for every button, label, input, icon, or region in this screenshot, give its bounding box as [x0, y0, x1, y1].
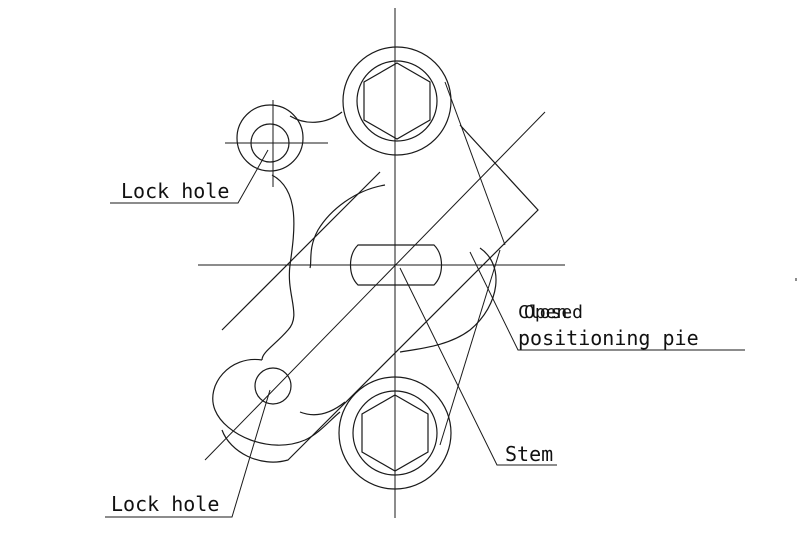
bolt-bottom [338, 376, 452, 490]
positioning-pie-left-edge [221, 171, 381, 331]
bolt-bottom-hex [361, 394, 429, 472]
label-lock-hole-bottom: Lock hole [111, 492, 219, 516]
plate-lobe-bottom-left [212, 358, 341, 446]
leader-lock-hole-bottom [105, 389, 271, 518]
lock-hole-bottom [254, 367, 292, 405]
bolt-top [342, 46, 452, 156]
positioning-pie [221, 81, 539, 463]
leader-lines [105, 149, 745, 518]
bolt-tangent-lower [439, 249, 501, 446]
bolt-top-washer [356, 60, 438, 142]
label-stem: Stem [505, 442, 553, 466]
plate-upper-edge [289, 111, 343, 123]
center-lines [198, 8, 565, 518]
plate-inner-arc [309, 184, 386, 269]
label-positioning-pie: positioning pie [518, 326, 699, 350]
bolt-bottom-flange [338, 376, 452, 490]
lock-hole-top [236, 104, 304, 172]
stem-slot-outline [349, 244, 443, 286]
lock-hole-top-outer [236, 104, 304, 172]
bolt-top-hex [363, 62, 431, 140]
bolt-tangent-right [444, 81, 506, 246]
positioning-pie-outline [221, 124, 539, 463]
diagonal-centerline [204, 111, 546, 461]
plate-right-arc [399, 247, 497, 353]
label-closed: Closed [518, 302, 583, 323]
leader-stem [399, 267, 557, 466]
leader-positioning [469, 251, 745, 351]
stem-slot [349, 244, 443, 286]
bolt-top-flange [342, 46, 452, 156]
plate-left-edge [261, 174, 295, 361]
plate-outline [212, 111, 497, 446]
label-lock-hole-top: Lock hole [121, 179, 229, 203]
lock-hole-top-inner [250, 123, 290, 163]
plate-bottom-edge [299, 401, 346, 416]
lock-hole-bottom-inner [254, 367, 292, 405]
leader-lock-hole-top [110, 149, 269, 204]
label-open: Open [524, 302, 567, 323]
bolt-bottom-washer [352, 390, 438, 476]
